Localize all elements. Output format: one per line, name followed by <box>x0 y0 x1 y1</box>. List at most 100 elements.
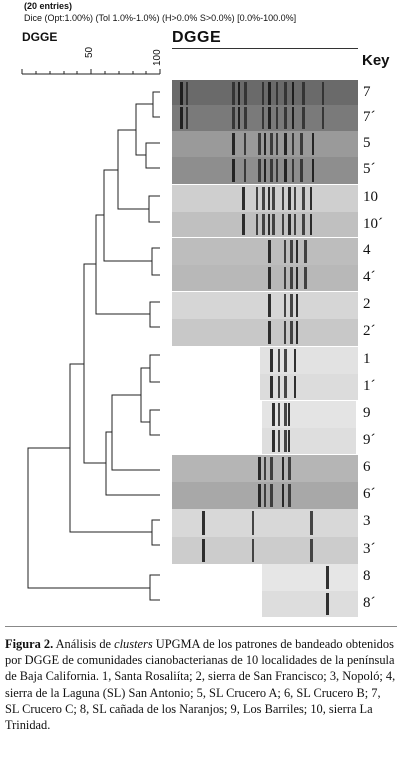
gel-band <box>304 267 307 289</box>
gel-band <box>268 294 271 317</box>
gel-band <box>288 214 291 235</box>
gel-band <box>284 240 286 263</box>
caption-rule <box>5 626 397 627</box>
gel-band <box>262 107 264 129</box>
gel-band <box>276 82 278 106</box>
gel-band <box>258 457 261 480</box>
key-label: 6 <box>363 459 371 475</box>
gel-band <box>284 267 286 289</box>
figure-caption: Figura 2. Análisis de clusters UPGMA de … <box>5 636 397 733</box>
caption-text-1: Análisis de <box>53 637 115 651</box>
key-label: 8 <box>363 568 371 584</box>
dendrogram <box>21 69 161 601</box>
key-label: 1 <box>363 351 371 367</box>
gel-band <box>292 133 294 155</box>
gel-band <box>282 457 284 480</box>
gel-band <box>284 82 287 106</box>
gel-band <box>232 82 235 106</box>
key-label: 1´ <box>363 378 376 394</box>
gel-band <box>272 187 275 210</box>
gel-band <box>232 133 235 155</box>
gel-band <box>268 107 271 129</box>
dendrogram-tree <box>27 91 160 601</box>
gel-band <box>202 511 205 535</box>
gel-band <box>268 82 271 106</box>
gel-band <box>284 159 287 182</box>
gel-band <box>282 214 284 235</box>
gel-band <box>268 321 271 344</box>
gel-lane <box>172 455 358 482</box>
gel-band <box>312 133 314 155</box>
gel-band <box>264 159 266 182</box>
key-label: 10 <box>363 189 378 205</box>
key-label: 3´ <box>363 541 376 557</box>
gel-band <box>258 484 261 507</box>
gel-band <box>296 321 298 344</box>
gel-band <box>288 484 291 507</box>
gel-band <box>294 349 296 372</box>
gel-lane <box>172 157 358 184</box>
gel-band <box>276 107 278 129</box>
caption-text-2: UPGMA de los patrones de bandeado obteni… <box>5 637 396 733</box>
gel-band <box>300 159 303 182</box>
gel-title-rule <box>172 48 358 49</box>
gel-band <box>284 430 287 452</box>
key-label: 9´ <box>363 432 376 448</box>
gel-band <box>278 403 280 426</box>
gel-band <box>310 539 313 562</box>
gel-band <box>268 214 270 235</box>
gel-band <box>252 511 254 535</box>
gel-band <box>270 349 273 372</box>
gel-lane <box>262 564 358 591</box>
gel-lane <box>172 212 358 237</box>
gel-band <box>272 430 275 452</box>
key-title: Key <box>362 52 390 69</box>
caption-italic: clusters <box>114 637 153 651</box>
gel-band <box>288 430 290 452</box>
gel-band <box>262 214 265 235</box>
dendrogram-label: DGGE <box>22 30 58 44</box>
gel-band <box>272 403 275 426</box>
gel-band <box>302 187 305 210</box>
gel-band <box>296 240 298 263</box>
gel-band <box>264 457 266 480</box>
key-label: 7´ <box>363 109 376 125</box>
scale-tick-100: 100 <box>152 49 163 66</box>
dendrogram-scale <box>21 69 161 75</box>
gel-band <box>310 214 312 235</box>
gel-band <box>284 376 287 398</box>
gel-lane <box>260 347 358 374</box>
gel-band <box>284 321 286 344</box>
gel-band <box>180 107 183 129</box>
gel-band <box>292 159 294 182</box>
gel-band <box>312 159 314 182</box>
gel-band <box>264 484 266 507</box>
gel-band <box>252 539 254 562</box>
gel-lane <box>172 537 358 564</box>
key-label: 2´ <box>363 323 376 339</box>
gel-band <box>264 133 266 155</box>
gel-band <box>288 187 291 210</box>
gel-band <box>244 107 247 129</box>
gel-band <box>310 187 312 210</box>
gel-band <box>232 107 235 129</box>
gel-lane <box>172 131 358 157</box>
gel-band <box>186 82 188 106</box>
gel-lane <box>172 238 358 265</box>
gel-band <box>270 376 273 398</box>
gel-band <box>302 107 305 129</box>
key-label: 4´ <box>363 269 376 285</box>
gel-band <box>270 133 273 155</box>
gel-band <box>292 107 294 129</box>
gel-band <box>278 376 280 398</box>
gel-band <box>242 214 245 235</box>
gel-band <box>278 430 280 452</box>
key-label: 7 <box>363 84 371 100</box>
similarity-method: Dice (Opt:1.00%) (Tol 1.0%-1.0%) (H>0.0%… <box>24 13 297 23</box>
gel-band <box>268 267 271 289</box>
gel-band <box>268 187 270 210</box>
gel-band <box>300 133 303 155</box>
gel-lane <box>172 265 358 291</box>
entries-count: (20 entries) <box>24 1 73 11</box>
gel-band <box>276 159 278 182</box>
